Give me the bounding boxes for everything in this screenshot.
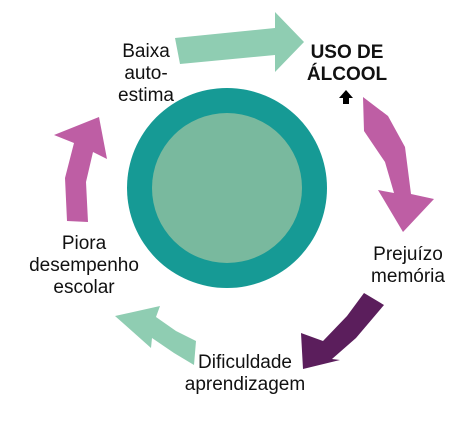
- stage-label-line: estima: [118, 85, 174, 106]
- stage-label-line: Baixa: [122, 41, 170, 62]
- arrow-baixa-to-alcool: [175, 12, 304, 72]
- stage-label-line: auto-: [124, 63, 168, 84]
- arrow-alcool-to-memoria: [363, 97, 434, 232]
- stage-label-dificuldade-aprendizagem: Dificuldade aprendizagem: [165, 352, 325, 396]
- up-arrow-icon: [339, 90, 353, 104]
- stage-label-baixa-auto-estima: Baixa auto- estima: [96, 41, 196, 107]
- stage-label-line: Dificuldade: [198, 352, 292, 373]
- stage-label-line: aprendizagem: [184, 374, 306, 395]
- stage-label-line: escolar: [53, 277, 115, 298]
- stage-label-line: desempenho: [29, 255, 139, 276]
- stage-label-piora-desempenho: Piora desempenho escolar: [14, 233, 154, 299]
- stage-label-uso-de-alcool: USO DE ÁLCOOL: [292, 42, 402, 86]
- stage-label-line: Prejuízo: [373, 244, 443, 265]
- arrow-memoria-to-aprend: [301, 293, 384, 369]
- center-circle-inner: [152, 113, 302, 263]
- stage-label-line: Piora: [61, 233, 107, 254]
- stage-label-line: ÁLCOOL: [306, 64, 388, 85]
- arrow-aprend-to-piora: [115, 306, 196, 365]
- stage-label-line: memória: [371, 266, 445, 287]
- arrow-piora-to-baixa: [54, 117, 107, 222]
- stage-label-prejuizo-memoria: Prejuízo memória: [352, 244, 464, 288]
- stage-label-line: USO DE: [310, 42, 384, 63]
